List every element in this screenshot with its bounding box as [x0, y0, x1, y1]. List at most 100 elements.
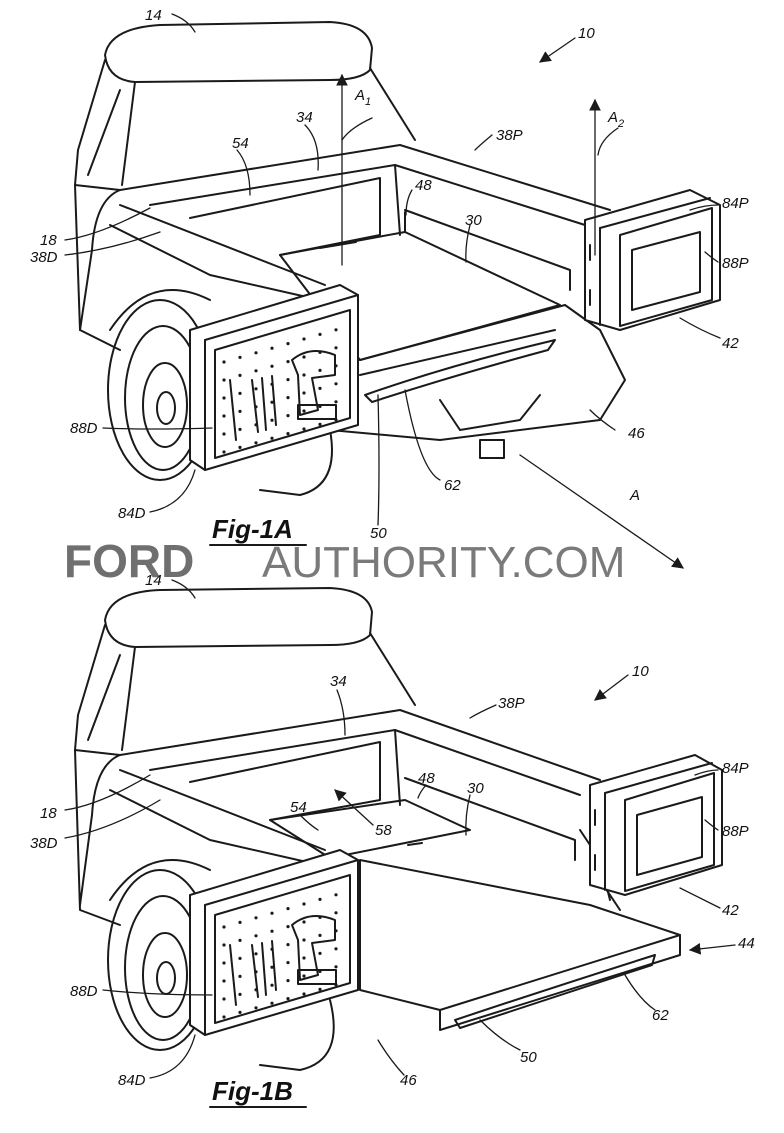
pegboard-hole — [334, 382, 337, 385]
ref-88p-1b: 88P — [722, 823, 749, 840]
pegboard-hole — [302, 427, 305, 430]
pegboard-hole — [254, 369, 257, 372]
ref-46-1a: 46 — [628, 425, 645, 442]
pegboard-hole — [270, 912, 273, 915]
pegboard-hole — [254, 952, 257, 955]
pegboard-hole — [334, 346, 337, 349]
pegboard-hole — [254, 351, 257, 354]
ref-88d-1b: 88D — [70, 983, 98, 1000]
pegboard-hole — [238, 921, 241, 924]
pegboard-hole — [222, 925, 225, 928]
pegboard-hole — [318, 369, 321, 372]
pegboard-hole — [270, 930, 273, 933]
pegboard-hole — [222, 360, 225, 363]
ref-38d-1a: 38D — [30, 249, 58, 266]
watermark-brand: FORD — [64, 535, 194, 587]
pegboard-hole — [238, 392, 241, 395]
pegboard-hole — [238, 356, 241, 359]
pegboard-hole — [238, 446, 241, 449]
pegboard-hole — [270, 347, 273, 350]
pegboard-hole — [286, 961, 289, 964]
ref-84d-1a: 84D — [118, 505, 146, 522]
ref-30-1b: 30 — [467, 780, 484, 797]
pegboard-hole — [334, 947, 337, 950]
ref-50-1b: 50 — [520, 1049, 537, 1066]
pegboard-hole — [318, 423, 321, 426]
pegboard-hole — [318, 898, 321, 901]
ref-38p-1b: 38P — [498, 695, 525, 712]
pegboard-hole — [254, 387, 257, 390]
pegboard-hole — [222, 414, 225, 417]
axis-a2-1a: A2 — [607, 109, 624, 130]
pegboard-hole — [286, 378, 289, 381]
pegboard-hole — [286, 925, 289, 928]
ref-14-1b: 14 — [145, 572, 162, 589]
storage-box-84d-1a — [190, 285, 358, 470]
ref-48-1b: 48 — [418, 770, 435, 787]
pegboard-hole — [270, 419, 273, 422]
pegboard-hole — [318, 988, 321, 991]
pegboard-hole — [222, 396, 225, 399]
pegboard-hole — [254, 441, 257, 444]
pegboard-hole — [302, 409, 305, 412]
pegboard-hole — [238, 993, 241, 996]
pegboard-hole — [334, 965, 337, 968]
ref-42-1a: 42 — [722, 335, 739, 352]
pegboard-hole — [222, 378, 225, 381]
ref-10-1a: 10 — [578, 25, 595, 42]
watermark-domain: AUTHORITY.COM — [262, 538, 625, 587]
pegboard-hole — [222, 979, 225, 982]
pegboard-hole — [334, 911, 337, 914]
ref-42-1b: 42 — [722, 902, 739, 919]
pegboard-hole — [254, 916, 257, 919]
cab-1a — [75, 22, 415, 350]
pegboard-hole — [334, 893, 337, 896]
ref-44-1b: 44 — [738, 935, 755, 952]
ref-10-1b: 10 — [632, 663, 649, 680]
pegboard-hole — [238, 939, 241, 942]
ref-48-1a: 48 — [415, 177, 432, 194]
pegboard-hole — [270, 984, 273, 987]
storage-box-84d-1b — [190, 850, 358, 1035]
pegboard-hole — [286, 997, 289, 1000]
pegboard-hole — [222, 432, 225, 435]
pegboard-hole — [222, 997, 225, 1000]
pegboard-hole — [222, 1015, 225, 1018]
pegboard-hole — [318, 333, 321, 336]
pegboard-hole — [302, 902, 305, 905]
ref-54-1b: 54 — [290, 799, 307, 816]
ref-84d-1b: 84D — [118, 1072, 146, 1089]
pegboard-hole — [318, 952, 321, 955]
ref-84p-1a: 84P — [722, 195, 749, 212]
pegboard-hole — [238, 428, 241, 431]
figure-1b: 14 10 34 38P 48 30 54 58 18 38D 84P 88P … — [30, 572, 755, 1107]
ref-62-1a: 62 — [444, 477, 461, 494]
storage-box-84p-1b — [590, 755, 722, 895]
pegboard-hole — [302, 373, 305, 376]
ref-38d-1b: 38D — [30, 835, 58, 852]
ref-58-1b: 58 — [375, 822, 392, 839]
pegboard-hole — [254, 934, 257, 937]
pegboard-hole — [286, 907, 289, 910]
pegboard-hole — [222, 943, 225, 946]
pegboard-hole — [238, 1011, 241, 1014]
ref-30-1a: 30 — [465, 212, 482, 229]
pegboard-hole — [302, 974, 305, 977]
pegboard-hole — [286, 432, 289, 435]
ref-54-1a: 54 — [232, 135, 249, 152]
pegboard-hole — [318, 934, 321, 937]
axis-a1-1a: A1 — [354, 87, 371, 108]
ref-84p-1b: 84P — [722, 760, 749, 777]
pegboard-hole — [302, 956, 305, 959]
pegboard-hole — [238, 975, 241, 978]
pegboard-hole — [302, 391, 305, 394]
pegboard-hole — [302, 920, 305, 923]
pegboard-hole — [334, 400, 337, 403]
pegboard-hole — [270, 1002, 273, 1005]
pegboard-hole — [286, 943, 289, 946]
pegboard-hole — [222, 961, 225, 964]
pegboard-hole — [270, 365, 273, 368]
pegboard-hole — [286, 342, 289, 345]
figure-1a: 14 10 A1 A2 34 54 38P 48 30 18 38D 84P 8… — [30, 7, 749, 568]
